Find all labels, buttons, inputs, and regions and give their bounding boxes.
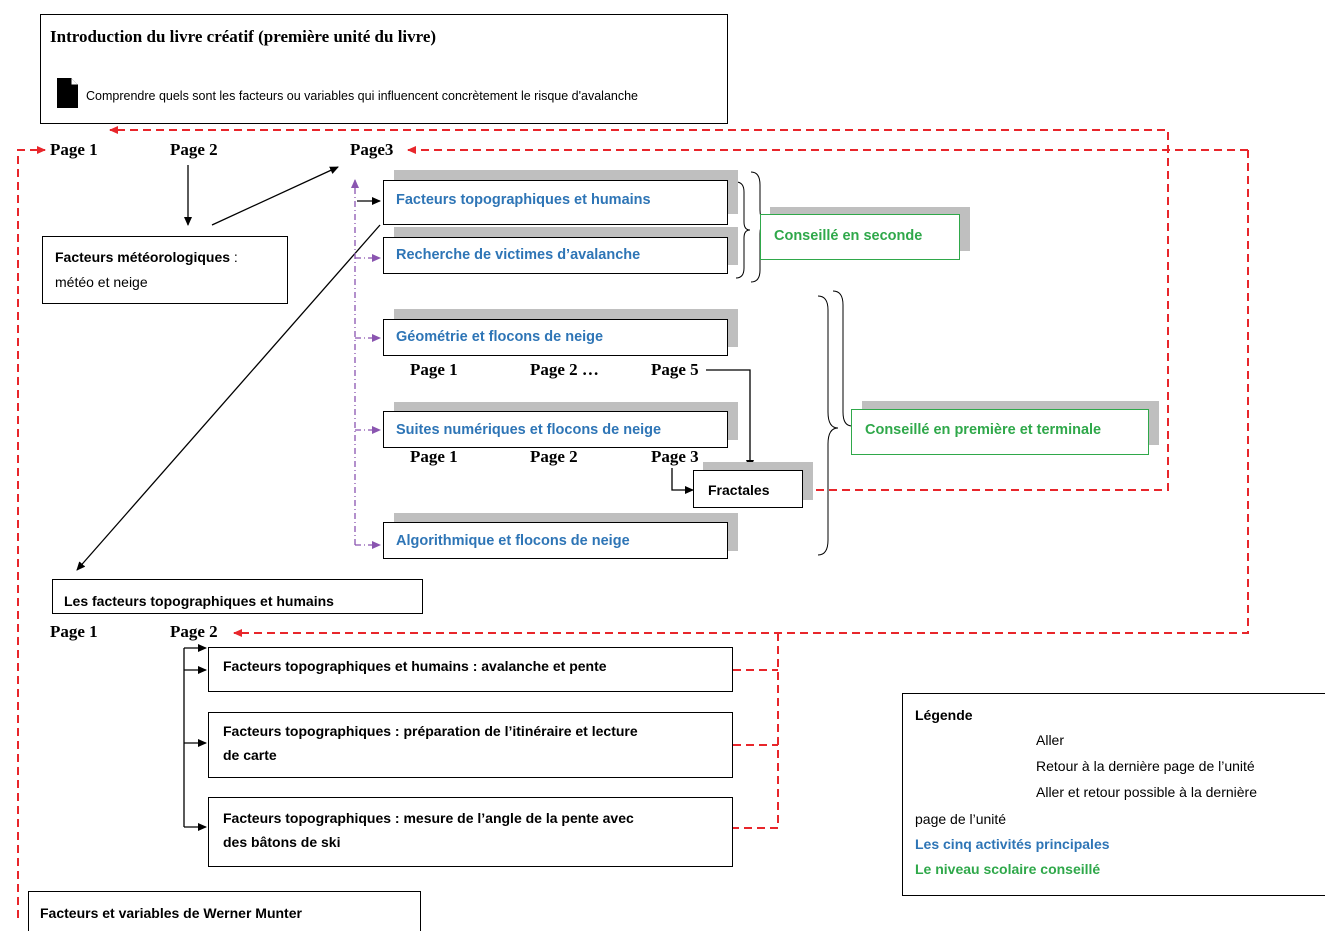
level-label-seconde: Conseillé en seconde [774,228,923,244]
legend-title: Légende [915,707,973,723]
topo-item-box[interactable]: Facteurs topographiques : mesure de l’an… [208,797,733,867]
activity-label-geometrie: Géométrie et flocons de neige [396,329,604,345]
topo-section-title: Les facteurs topographiques et humains [64,593,334,609]
geo-page5: Page 5 [651,360,699,379]
topo-item-box[interactable]: Facteurs topographiques et humains : ava… [208,647,733,692]
legend-aller-retour: Aller et retour possible à la dernière [1036,784,1258,800]
aller-arrows [76,165,754,831]
activity-label-topo: Facteurs topographiques et humains [396,192,651,208]
legend-activites: Les cinq activités principales [915,836,1110,852]
meteo-sep: : [230,249,238,265]
werner-box[interactable]: Facteurs et variables de Werner Munter [28,891,421,931]
activity-box-geometrie[interactable]: Géométrie et flocons de neige [383,319,728,356]
topo-item-line2: des bâtons de ski [223,834,341,850]
activity-box-topo[interactable]: Facteurs topographiques et humains [383,180,728,225]
activity-box-suites[interactable]: Suites numériques et flocons de neige [383,411,728,448]
topo-item-line1: Facteurs topographiques : mesure de l’an… [223,810,634,826]
aller-retour-arrows [351,179,381,549]
page2-label: Page 2 [170,140,218,159]
topo-item-box[interactable]: Facteurs topographiques : préparation de… [208,712,733,778]
fractales-label: Fractales [708,482,770,498]
fractales-box[interactable]: Fractales [693,470,803,508]
legend-box: Légende Aller Retour à la dernière page … [902,693,1325,896]
suites-page2: Page 2 [530,447,578,466]
suites-page1: Page 1 [410,447,458,466]
activity-box-algo[interactable]: Algorithmique et flocons de neige [383,522,728,559]
activity-box-recherche[interactable]: Recherche de victimes d’avalanche [383,237,728,274]
document-icon [57,78,78,108]
legend-niveau: Le niveau scolaire conseillé [915,861,1101,877]
topo-section-box[interactable]: Les facteurs topographiques et humains [52,579,423,614]
topo-page1: Page 1 [50,622,98,641]
legend-retour: Retour à la dernière page de l’unité [1036,758,1255,774]
page1-label: Page 1 [50,140,98,159]
meteo-box[interactable]: Facteurs météorologiques : météo et neig… [42,236,288,304]
topo-page2: Page 2 [170,622,218,641]
page3-label: Page3 [350,140,394,159]
legend-aller: Aller [1036,732,1065,748]
level-box-seconde: Conseillé en seconde [760,214,960,260]
retour-arrows [17,126,1249,918]
geo-page2: Page 2 … [530,360,599,379]
topo-item-line2: de carte [223,747,277,763]
meteo-title-line: Facteurs météorologiques : [55,249,238,265]
level-box-premiere: Conseillé en première et terminale [851,409,1149,455]
topo-item-line1: Facteurs topographiques et humains : ava… [223,658,607,674]
activity-label-suites: Suites numériques et flocons de neige [396,422,662,438]
meteo-subtitle: météo et neige [55,274,148,290]
intro-subtitle: Comprendre quels sont les facteurs ou va… [86,89,639,103]
intro-title: Introduction du livre créatif (première … [50,27,437,46]
intro-box: Introduction du livre créatif (première … [40,14,728,124]
suites-page3: Page 3 [651,447,699,466]
activity-label-recherche: Recherche de victimes d’avalanche [396,247,641,263]
level-label-premiere: Conseillé en première et terminale [865,422,1102,438]
legend-aller-retour-2: page de l’unité [915,811,1007,827]
werner-label: Facteurs et variables de Werner Munter [40,905,302,921]
activity-label-algo: Algorithmique et flocons de neige [396,533,630,549]
topo-item-line1: Facteurs topographiques : préparation de… [223,723,638,739]
geo-page1: Page 1 [410,360,458,379]
meteo-title: Facteurs météorologiques [55,249,231,265]
